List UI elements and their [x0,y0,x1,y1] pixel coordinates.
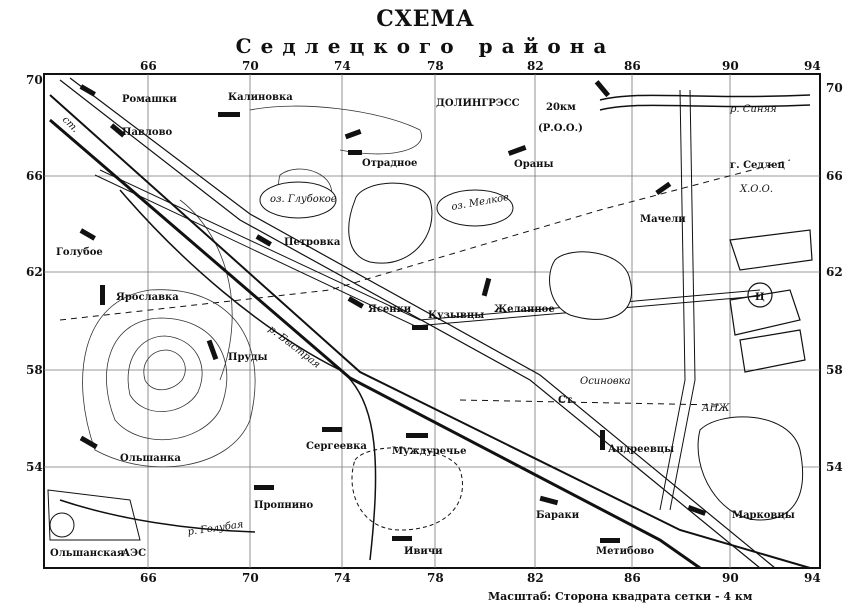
y-tick-54-l: 54 [26,460,43,474]
x-tick-labels-top: 66 70 74 78 82 86 90 94 [140,59,821,73]
label-lake-glubokoe: оз. Глубокое [270,194,337,205]
grid-lines [44,74,820,568]
label-propnino: Пропнино [254,500,313,511]
x-tick-78: 78 [427,59,444,73]
label-olshanskaya: Ольшанская [50,548,125,559]
rivers [59,94,811,561]
label-olshanka: Ольшанка [120,453,181,464]
x-tick-90-b: 90 [722,571,739,585]
label-orany: Ораны [514,159,554,170]
label-dolingress: ДОЛИНГРЭСС [436,98,520,109]
label-zhelannoe: Желанное [494,304,555,315]
map-frame [43,73,821,569]
y-tick-70-r: 70 [826,81,843,95]
x-tick-94: 94 [804,59,821,73]
x-tick-70-b: 70 [242,571,259,585]
label-pavlovo: Павлово [122,127,173,138]
label-otradnoe: Отрадное [362,158,417,169]
label-river-golubaya: р. Голубая [187,519,244,538]
x-tick-66: 66 [140,59,157,73]
y-tick-70-l: 70 [26,73,43,87]
y-tick-58-r: 58 [826,363,843,377]
x-tick-82: 82 [527,59,544,73]
label-yaroslavka: Ярославка [116,292,179,303]
y-tick-66-l: 66 [26,169,43,183]
highway [59,77,776,569]
lake-melkoe [436,189,514,227]
map-title: СХЕМА [376,6,475,32]
x-tick-78-b: 78 [427,571,444,585]
x-tick-86-b: 86 [624,571,641,585]
railway-thin [49,94,811,569]
label-markovcy: Марковцы [732,510,795,521]
y-tick-54-r: 54 [826,460,843,474]
forest-3 [697,416,804,521]
x-tick-labels-bottom: 66 70 74 78 82 86 90 94 [140,571,821,585]
label-sedlec: г. Седлец [730,160,785,171]
scale-note: Масштаб: Сторона квадрата сетки - 4 км [488,590,753,603]
place-labels: Ромашки Калиновка Павлово ДОЛИНГРЭСС 20к… [50,92,795,559]
x-tick-70: 70 [242,59,259,73]
x-tick-74: 74 [334,59,351,73]
y-tick-labels: 70 66 62 58 54 70 66 62 58 54 [26,73,843,474]
railway [49,118,701,570]
label-river-siniya: р. Синяя [730,104,777,115]
label-petrovka: Петровка [284,237,341,248]
y-tick-66-r: 66 [826,169,843,183]
label-yasenki: Ясенки [368,304,412,315]
label-st-osin: Ст. [558,395,576,406]
y-tick-62-r: 62 [826,265,843,279]
x-tick-90: 90 [722,59,739,73]
city-center-symbol: Ц [755,292,765,303]
marsh [351,447,463,531]
forest-1 [348,182,433,264]
x-tick-82-b: 82 [527,571,544,585]
label-mezhdurechie: Муждуречье [392,446,466,457]
map-subtitle: Седлецкого района [235,34,616,58]
label-osinovka: Осиновка [580,376,631,387]
label-anzh: АНЖ [701,403,730,414]
label-sergeevka: Сергеевка [306,441,367,452]
x-tick-74-b: 74 [334,571,351,585]
label-roo: (Р.О.О.) [538,123,583,134]
label-20km: 20км [546,102,576,113]
label-kuzyvcy: Кузывцы [428,310,484,321]
x-tick-66-b: 66 [140,571,157,585]
label-metibovo: Метибово [596,546,654,557]
label-andreevcy: Андреевцы [608,444,674,455]
label-ivichi: Ивичи [404,546,443,557]
label-prudy: Пруды [228,352,268,363]
power-line [59,159,791,406]
y-tick-58-l: 58 [26,363,43,377]
y-tick-62-l: 62 [26,265,43,279]
label-aes: АЭС [122,548,146,559]
x-tick-94-b: 94 [804,571,821,585]
label-golubоe: Голубое [56,247,103,258]
aes-area [47,489,141,541]
lake-glubokoe [259,181,337,219]
label-baraki: Бараки [536,510,580,521]
city-sedlec [729,229,813,373]
label-hoo: Х.О.О. [739,184,773,195]
label-mecheli: Мачели [640,214,686,225]
x-tick-86: 86 [624,59,641,73]
forest-2 [549,251,633,320]
settlement-markers [79,80,707,543]
label-romashki: Ромашки [122,94,177,105]
label-kalinovka: Калиновка [228,92,293,103]
